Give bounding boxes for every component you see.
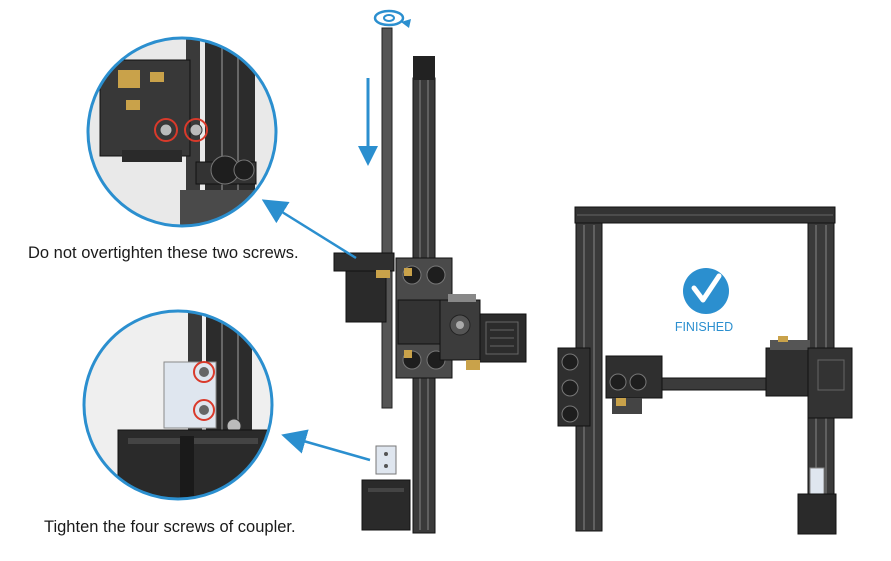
finished-frame bbox=[557, 206, 853, 535]
x-motor bbox=[345, 269, 387, 323]
coupler-screw-highlight-2 bbox=[193, 399, 215, 421]
extrusion-end-cap bbox=[413, 56, 435, 80]
zoom-circle-bottom bbox=[82, 309, 274, 501]
finished-extruder bbox=[807, 347, 853, 419]
z-motor bbox=[361, 479, 411, 531]
pointer-arrow-top bbox=[261, 199, 357, 260]
zoom-circle-top bbox=[86, 36, 278, 228]
lead-screw bbox=[381, 27, 393, 409]
zoom-detail-screws bbox=[86, 36, 278, 228]
pointer-arrow-bottom bbox=[281, 429, 371, 462]
rotation-icon bbox=[373, 9, 411, 28]
zoom-detail-coupler bbox=[82, 309, 274, 501]
z-axis-assembly bbox=[333, 9, 527, 534]
coupler-screw-highlight-1 bbox=[193, 361, 215, 383]
down-arrow-icon bbox=[358, 78, 378, 166]
checkmark-circle-icon bbox=[683, 268, 729, 314]
screw-highlight-2 bbox=[184, 118, 208, 142]
extruder-motor bbox=[397, 299, 441, 345]
wheel-top-right bbox=[426, 265, 446, 285]
screws-instruction: Do not overtighten these two screws. bbox=[28, 244, 299, 262]
screw-highlight-1 bbox=[154, 118, 178, 142]
coupler-instruction: Tighten the four screws of coupler. bbox=[44, 518, 296, 536]
finished-label: FINISHED bbox=[674, 320, 734, 334]
coupler bbox=[375, 445, 397, 475]
